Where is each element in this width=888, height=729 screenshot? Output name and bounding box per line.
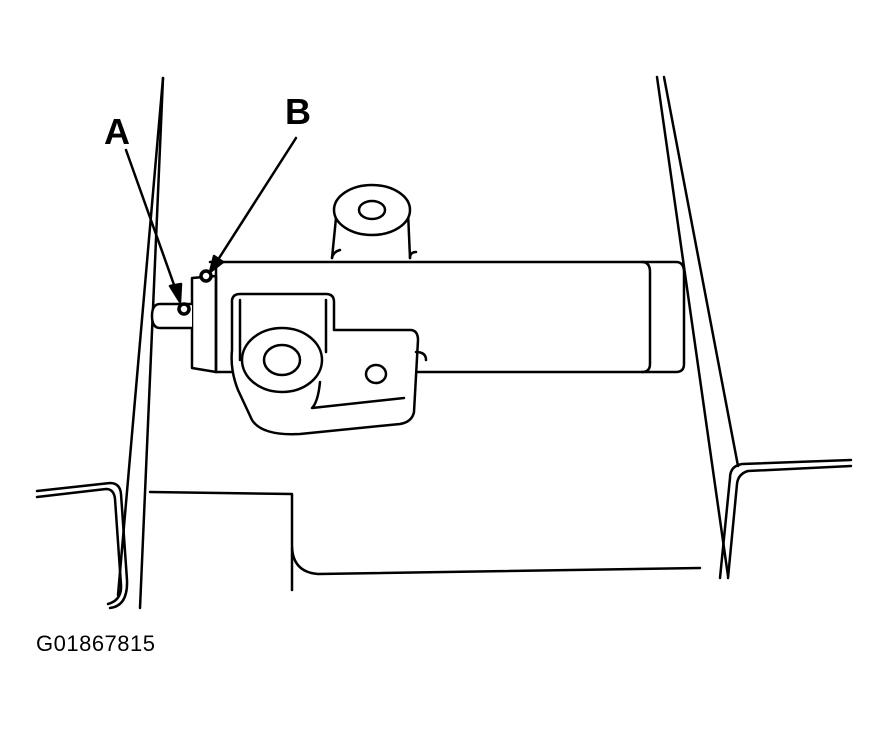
right-rail xyxy=(655,75,740,578)
floor-plate xyxy=(148,490,702,592)
upper-mounting-boss xyxy=(330,183,418,260)
lower-left-bracket xyxy=(35,481,129,610)
callout-label-a: A xyxy=(104,111,130,152)
callout-label-b: B xyxy=(285,91,311,132)
pin-hole-b xyxy=(199,269,213,283)
left-rail xyxy=(116,76,165,610)
lower-right-bracket xyxy=(718,458,853,580)
figure-id: G01867815 xyxy=(36,631,156,656)
lower-mounting-flange xyxy=(230,292,428,436)
pin-hole-a xyxy=(177,302,191,316)
leader-arrow-b xyxy=(208,136,298,274)
leader-arrow-a xyxy=(124,148,183,304)
